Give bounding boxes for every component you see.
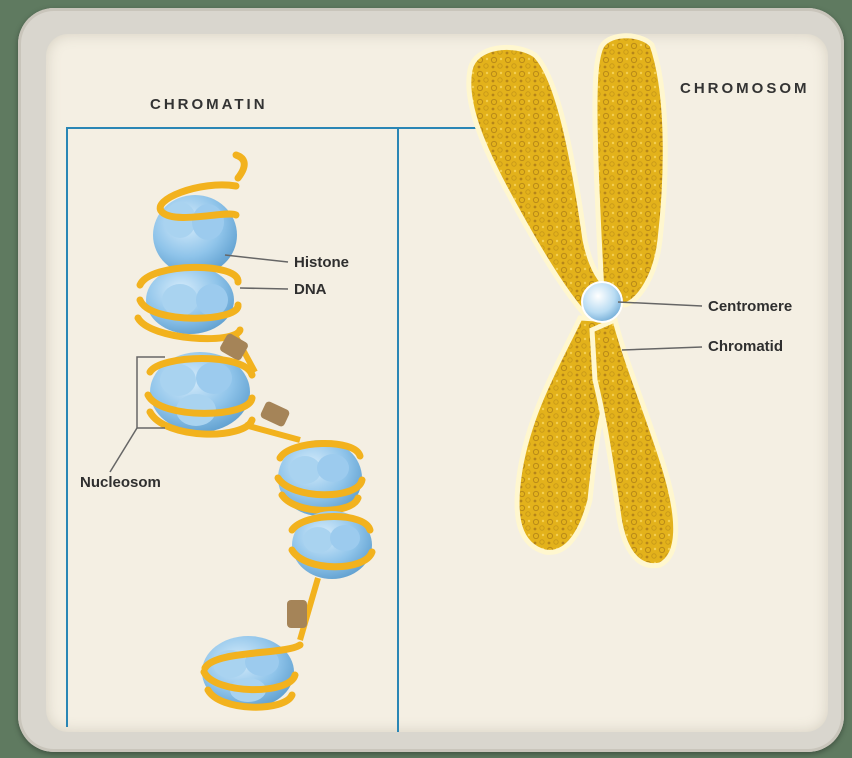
chromosome <box>469 36 676 566</box>
nucleosome-3 <box>278 440 362 516</box>
chromatin-title: CHROMATIN <box>150 96 268 113</box>
nucleosome-1 <box>138 185 240 339</box>
dna-label: DNA <box>294 281 327 298</box>
centromere-label: Centromere <box>708 298 792 315</box>
linker-dna-2 <box>259 400 290 427</box>
nucleosome-5 <box>202 636 300 708</box>
chromatid-leader <box>622 347 702 350</box>
guide-lines <box>67 128 496 732</box>
centromere-sphere <box>582 282 622 322</box>
nucleosome-2 <box>148 352 252 434</box>
chromosome-title: CHROMOSOM <box>680 80 832 97</box>
dna-leader <box>240 288 288 289</box>
linker-dna-3 <box>287 600 307 628</box>
dna-ribbon-top <box>236 155 244 178</box>
nucleosome-leader <box>110 428 137 472</box>
nucleosome-label: Nucleosom <box>80 474 161 491</box>
nucleosome-4 <box>292 511 372 579</box>
chromatid-label: Chromatid <box>708 338 783 355</box>
histone-label: Histone <box>294 254 349 271</box>
histone-leader <box>225 255 288 262</box>
